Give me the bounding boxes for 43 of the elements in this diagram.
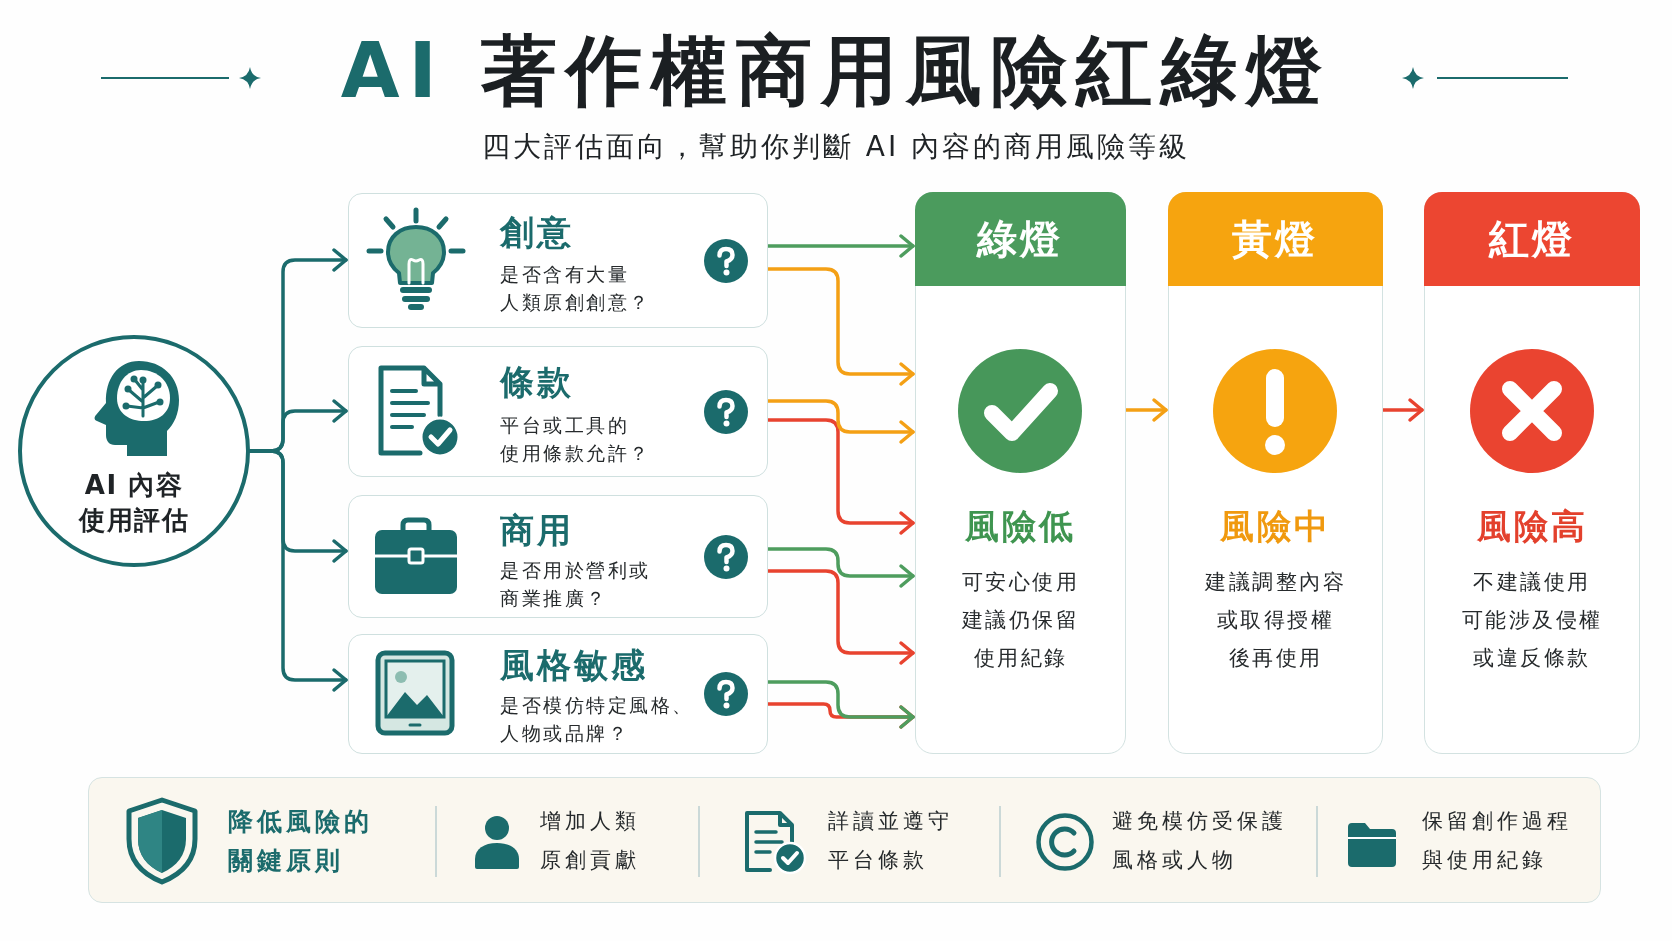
- risk-description: 不建議使用可能涉及侵權或違反條款: [1461, 569, 1603, 672]
- arrow: [766, 234, 915, 258]
- principle-text: 增加人類原創貢獻: [540, 808, 640, 874]
- criterion-card: [348, 346, 768, 477]
- arrow: [766, 418, 915, 535]
- principle-text: 保留創作過程與使用紀錄: [1422, 808, 1572, 874]
- arrow: [1124, 398, 1168, 422]
- hub-label: AI 內容使用評估: [79, 469, 189, 537]
- risk-column: [915, 192, 1126, 754]
- arrow: [766, 267, 915, 386]
- arrow: [766, 547, 915, 588]
- subtitle: 四大評估面向，幫助你判斷 AI 內容的商用風險等級: [481, 130, 1191, 164]
- card-question: 是否含有大量人類原創創意？: [500, 262, 651, 315]
- arrow: [766, 569, 915, 665]
- arrow: [1381, 398, 1424, 422]
- risk-description: 可安心使用建議仍保留使用紀錄: [961, 569, 1080, 672]
- panel-heading: 降低風險的關鍵原則: [228, 806, 373, 877]
- principle-text: 避免模仿受保護風格或人物: [1112, 808, 1287, 874]
- risk-column: [1168, 192, 1383, 754]
- principles-panel: [88, 777, 1601, 903]
- card-heading: 風格敏感: [500, 645, 648, 685]
- arrow: [766, 399, 915, 444]
- column-header: 紅燈: [1423, 191, 1640, 286]
- principle-text: 詳讀並遵守平台條款: [828, 808, 953, 874]
- title: AI 著作權商用風險紅綠燈: [340, 26, 1332, 116]
- criterion-card: [348, 634, 768, 754]
- risk-level-label: 風險高: [1476, 505, 1588, 548]
- arrow: [248, 248, 348, 453]
- card-heading: 創意: [500, 212, 574, 252]
- card-question: 是否模仿特定風格、人物或品牌？: [500, 693, 694, 746]
- risk-column: [1424, 192, 1640, 754]
- risk-description: 建議調整內容或取得授權後再使用: [1205, 569, 1346, 672]
- criterion-card: [348, 193, 768, 328]
- risk-level-label: 風險中: [1220, 505, 1331, 548]
- arrow: [766, 680, 915, 729]
- card-question: 是否用於營利或商業推廣？: [500, 558, 651, 611]
- column-header: 綠燈: [914, 191, 1126, 286]
- card-question: 平台或工具的使用條款允許？: [500, 413, 651, 466]
- column-header: 黃燈: [1167, 191, 1383, 286]
- risk-level-label: 風險低: [965, 505, 1076, 548]
- card-heading: 商用: [500, 510, 574, 550]
- criterion-card: [348, 495, 768, 618]
- card-heading: 條款: [500, 362, 574, 402]
